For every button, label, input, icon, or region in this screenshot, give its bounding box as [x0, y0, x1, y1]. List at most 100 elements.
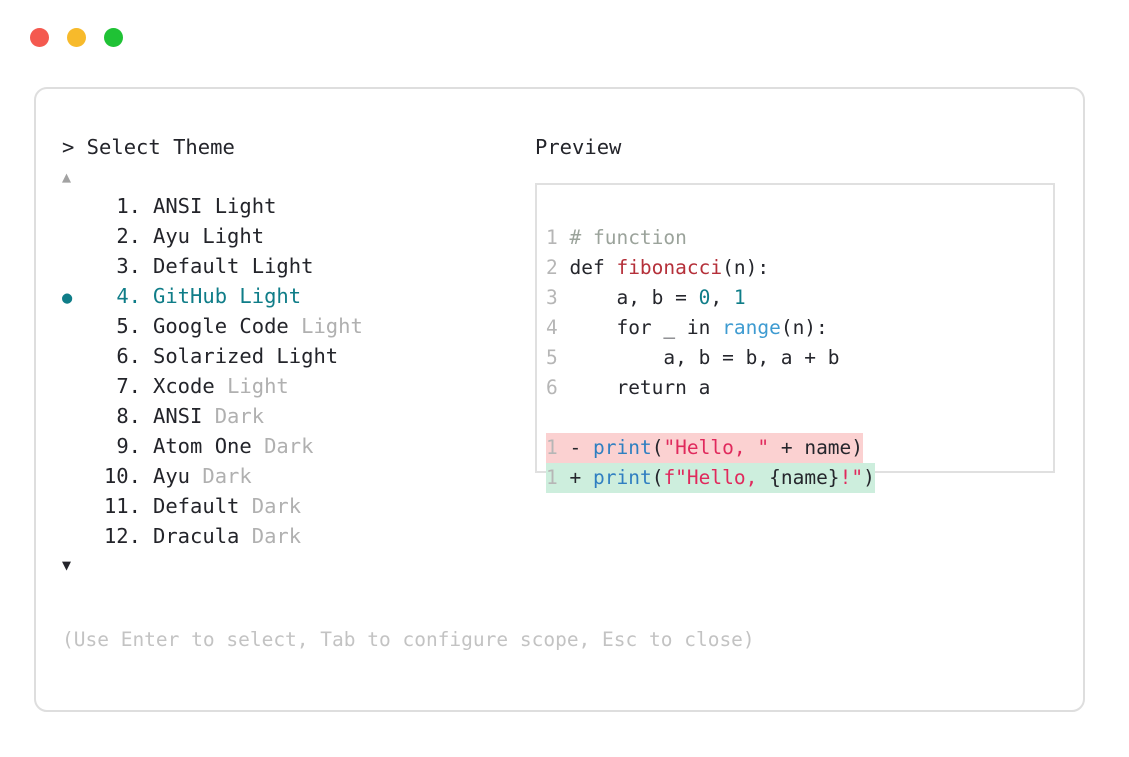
theme-item-label: ANSI Dark [153, 404, 265, 428]
theme-item-variant: Light [227, 374, 289, 398]
theme-item-variant: Dark [251, 494, 302, 518]
line-number: 1 [546, 466, 558, 489]
theme-item-label: Ayu Dark [153, 464, 252, 488]
diff-line-minus: 1 - print("Hello, " + name) [546, 433, 875, 463]
code-token: # function [557, 226, 687, 249]
theme-list-item[interactable]: 7.Xcode Light [62, 371, 522, 401]
theme-item-number: 9. [116, 434, 141, 458]
theme-list-item[interactable]: ●4.GitHub Light [62, 281, 522, 311]
code-token: def [557, 256, 617, 279]
theme-item-variant: Dark [251, 524, 302, 548]
theme-item-label: Google Code Light [153, 314, 363, 338]
theme-list-item[interactable]: 10. Ayu Dark [62, 461, 522, 491]
diff-highlight: 1 + print(f"Hello, {name}!") [546, 463, 875, 493]
code-line: 3 a, b = 0, 1 [546, 283, 875, 313]
theme-item-label: Ayu Light [153, 224, 265, 248]
theme-list-item[interactable]: 8. ANSI Dark [62, 401, 522, 431]
line-number: 1 [546, 436, 558, 459]
code-token: print [592, 466, 652, 489]
theme-item-label: Default Dark [153, 494, 302, 518]
theme-selector-card: > Select Theme ▲ 1. ANSI Light 2. Ayu Light… [34, 87, 1085, 712]
theme-item-number: 4. [116, 284, 141, 308]
keyboard-hint: (Use Enter to select, Tab to configure s… [62, 628, 755, 651]
code-token: print [592, 436, 652, 459]
diff-highlight: 1 - print("Hello, " + name) [546, 433, 864, 463]
code-token: 1 [733, 286, 746, 309]
code-token: (n): [722, 256, 770, 279]
theme-item-variant: Light [251, 254, 314, 278]
theme-item-variant: Light [214, 194, 277, 218]
scroll-up-icon[interactable]: ▲ [62, 168, 72, 186]
code-token: ! [839, 466, 852, 489]
code-token: a, b = b, a + b [557, 346, 840, 369]
code-token: + name) [769, 436, 864, 459]
theme-list-item[interactable]: 5. Google Code Light [62, 311, 522, 341]
code-token: f"Hello, [663, 466, 770, 489]
code-token: ) [863, 466, 875, 489]
theme-item-number: 10. [103, 464, 141, 488]
preview-title: Preview [535, 135, 622, 159]
theme-item-number: 6. [116, 344, 141, 368]
code-token: for _ in [557, 316, 723, 339]
code-line: 4 for _ in range(n): [546, 313, 875, 343]
theme-list-item[interactable]: 3. Default Light [62, 251, 522, 281]
theme-item-number: 8. [116, 404, 141, 428]
theme-list: 1. ANSI Light 2. Ayu Light 3. Default Light ●4… [62, 191, 522, 551]
theme-item-label: Atom One Dark [153, 434, 314, 458]
line-number: 4 [546, 316, 558, 339]
code-token: (n): [780, 316, 828, 339]
code-token: a, b = [557, 286, 699, 309]
theme-item-label: Solarized Light [153, 344, 339, 368]
line-number: 5 [546, 346, 558, 369]
theme-item-variant: Light [301, 314, 363, 338]
code-token: ( [651, 466, 664, 489]
theme-list-item[interactable]: 9. Atom One Dark [62, 431, 522, 461]
theme-item-label: Dracula Dark [153, 524, 302, 548]
theme-item-variant: Dark [264, 434, 314, 458]
theme-item-number: 2. [116, 224, 141, 248]
theme-item-variant: Light [239, 284, 302, 308]
theme-list-item[interactable]: 12.Dracula Dark [62, 521, 522, 551]
code-token: + [557, 466, 593, 489]
close-window-button[interactable] [30, 28, 49, 47]
scroll-down-icon[interactable]: ▼ [62, 556, 72, 574]
code-token: , [710, 286, 734, 309]
theme-item-variant: Light [276, 344, 339, 368]
code-token: fibonacci [616, 256, 723, 279]
theme-item-variant: Dark [202, 464, 252, 488]
code-token: {name} [769, 466, 840, 489]
code-token: " [851, 466, 864, 489]
theme-item-label: Default Light [153, 254, 314, 278]
theme-item-variant: Dark [214, 404, 265, 428]
minimize-window-button[interactable] [67, 28, 86, 47]
line-number: 6 [546, 376, 558, 399]
theme-list-item[interactable]: 6. Solarized Light [62, 341, 522, 371]
code-token: ( [651, 436, 664, 459]
code-token: "Hello, " [663, 436, 770, 459]
theme-item-number: 7. [116, 374, 141, 398]
theme-item-variant: Light [202, 224, 265, 248]
theme-list-item[interactable]: 11.Default Dark [62, 491, 522, 521]
theme-item-number: 3. [116, 254, 141, 278]
theme-item-number: 1. [116, 194, 141, 218]
theme-list-item[interactable]: 1. ANSI Light [62, 191, 522, 221]
line-number: 2 [546, 256, 558, 279]
page-title: > Select Theme [62, 135, 235, 159]
theme-item-label: ANSI Light [153, 194, 277, 218]
code-line: 2 def fibonacci(n): [546, 253, 875, 283]
diff-line-plus: 1 + print(f"Hello, {name}!") [546, 463, 875, 493]
window-traffic-lights [30, 28, 123, 47]
code-token: 0 [698, 286, 711, 309]
code-spacer [546, 403, 875, 433]
code-token: range [722, 316, 781, 339]
code-line: 5 a, b = b, a + b [546, 343, 875, 373]
theme-item-number: 5. [116, 314, 141, 338]
code-line: 6 return a [546, 373, 875, 403]
maximize-window-button[interactable] [104, 28, 123, 47]
theme-list-item[interactable]: 2. Ayu Light [62, 221, 522, 251]
theme-picker-panel: > Select Theme ▲ 1. ANSI Light 2. Ayu Light… [62, 133, 522, 577]
line-number: 3 [546, 286, 558, 309]
